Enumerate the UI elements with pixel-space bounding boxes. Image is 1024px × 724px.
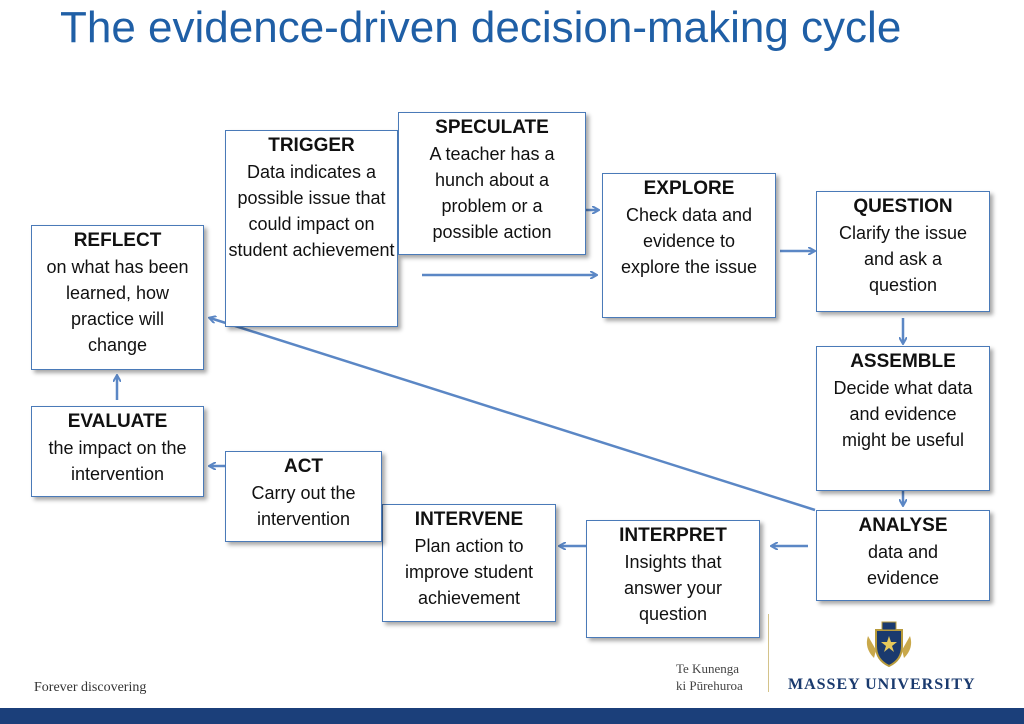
reflect-heading: REFLECT (73, 230, 162, 251)
reflect-text: on what has been learned, how practice w… (46, 257, 189, 355)
footer-maori-name: Te Kunenga ki Pūrehuroa (676, 660, 756, 694)
box-speculate: SPECULATE A teacher has a hunch about a … (398, 112, 586, 255)
bottom-bar (0, 708, 1024, 724)
question-text: Clarify the issue and ask a question (838, 223, 968, 295)
box-question: QUESTION Clarify the issue and ask a que… (816, 191, 990, 312)
interpret-text: Insights that answer your question (623, 552, 723, 624)
assemble-heading: ASSEMBLE (850, 351, 956, 372)
arrow-reflect-analyse-link (210, 318, 816, 512)
university-crest-icon (866, 621, 912, 668)
explore-text: Check data and evidence to explore the i… (620, 205, 758, 277)
box-assemble: ASSEMBLE Decide what data and evidence m… (816, 346, 990, 491)
explore-heading: EXPLORE (643, 178, 735, 199)
maori-line-1: Te Kunenga (676, 661, 739, 676)
slide-title: The evidence-driven decision-making cycl… (60, 3, 902, 52)
box-interpret: INTERPRET Insights that answer your ques… (586, 520, 760, 638)
footer-university-name: MASSEY UNIVERSITY (788, 676, 976, 693)
intervene-text: Plan action to improve student achieveme… (404, 536, 534, 608)
question-heading: QUESTION (853, 196, 953, 217)
box-trigger: TRIGGER Data indicates a possible issue … (225, 130, 398, 327)
analyse-heading: ANALYSE (858, 515, 948, 536)
box-act: ACT Carry out the intervention (225, 451, 382, 542)
trigger-text: Data indicates a possible issue that cou… (228, 162, 395, 260)
evaluate-heading: EVALUATE (67, 411, 168, 432)
box-explore: EXPLORE Check data and evidence to explo… (602, 173, 776, 318)
interpret-heading: INTERPRET (619, 525, 727, 546)
assemble-text: Decide what data and evidence might be u… (833, 378, 973, 450)
speculate-heading: SPECULATE (435, 117, 549, 138)
intervene-heading: INTERVENE (414, 509, 524, 530)
act-heading: ACT (283, 456, 324, 477)
footer-tagline: Forever discovering (34, 680, 147, 695)
footer-divider (768, 614, 769, 692)
act-text: Carry out the intervention (251, 483, 356, 529)
maori-line-2: ki Pūrehuroa (676, 678, 743, 693)
box-analyse: ANALYSE data and evidence (816, 510, 990, 601)
box-intervene: INTERVENE Plan action to improve student… (382, 504, 556, 622)
evaluate-text: the impact on the intervention (48, 438, 187, 484)
analyse-text: data and evidence (866, 542, 940, 588)
box-evaluate: EVALUATE the impact on the intervention (31, 406, 204, 497)
speculate-text: A teacher has a hunch about a problem or… (429, 144, 555, 242)
trigger-heading: TRIGGER (268, 135, 355, 156)
box-reflect: REFLECT on what has been learned, how pr… (31, 225, 204, 370)
